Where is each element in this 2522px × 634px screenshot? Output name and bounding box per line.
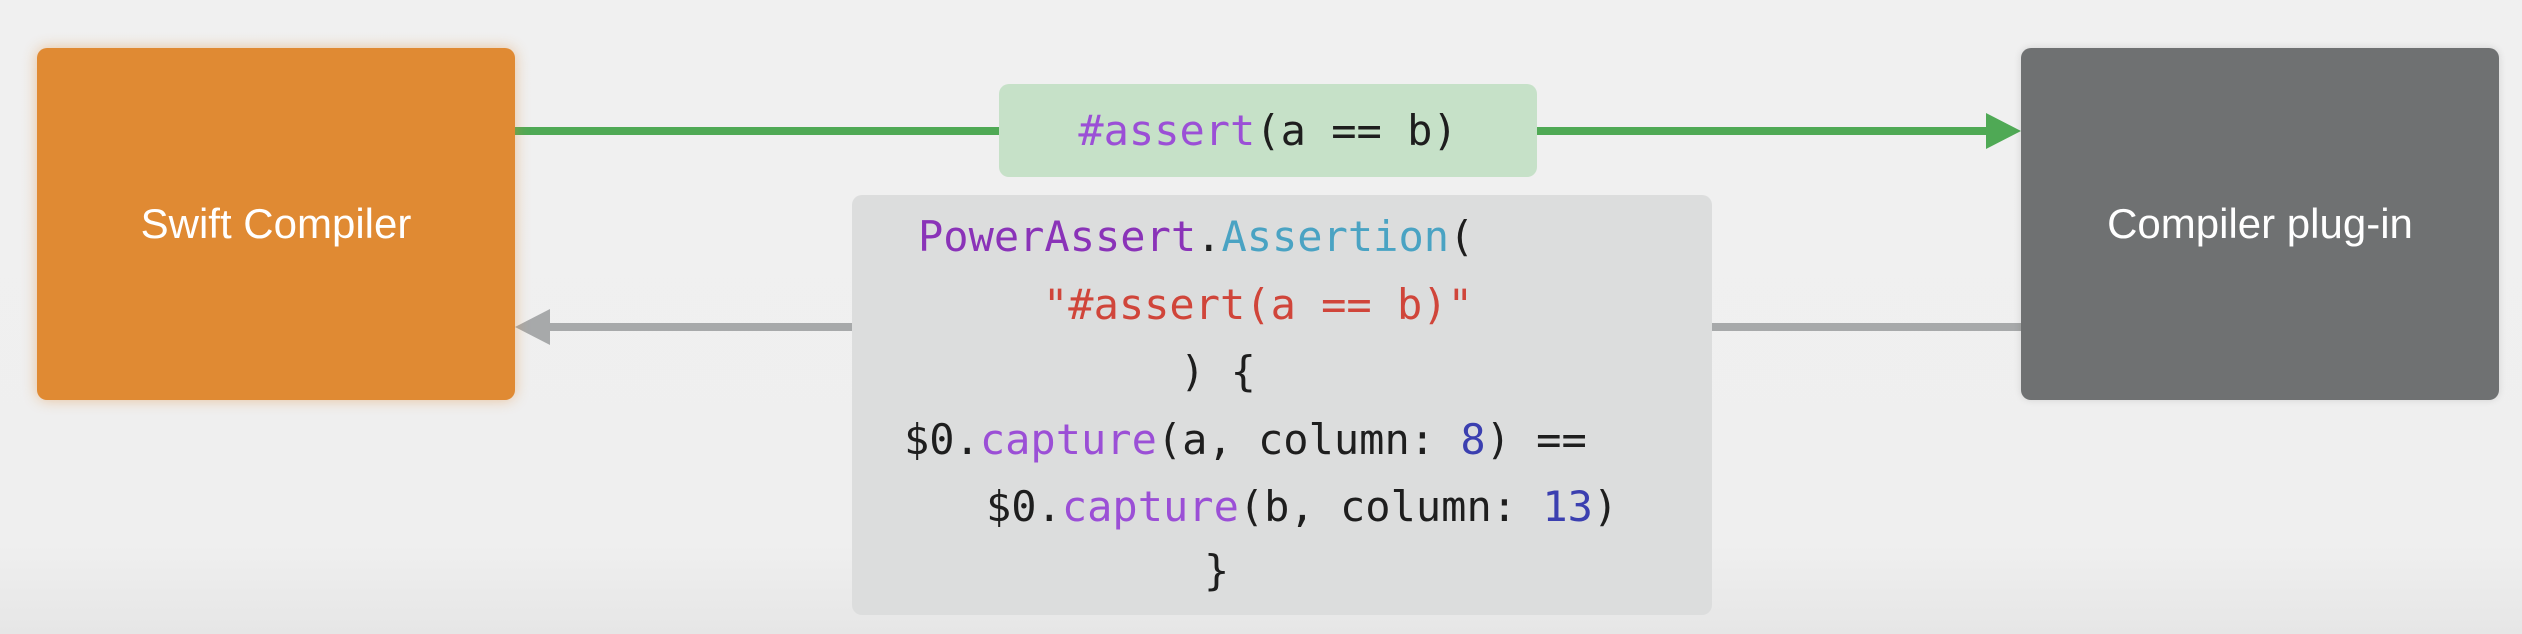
code-method-b: capture	[1061, 482, 1239, 531]
compiler-plugin-box: Compiler plug-in	[2021, 48, 2499, 400]
code-line-4: $0.capture(a, column: 8) ==	[852, 410, 1712, 470]
code-paren: (	[1449, 212, 1475, 261]
code-closure-open: ) {	[1180, 347, 1256, 396]
forward-arrowhead	[1986, 113, 2021, 149]
code-closure-close: }	[1204, 546, 1230, 595]
code-tail-a: ) ==	[1485, 415, 1587, 464]
code-args-b: (b, column:	[1238, 482, 1543, 531]
code-recv-b: $0.	[986, 482, 1062, 531]
code-recv-a: $0.	[904, 415, 980, 464]
code-line-2: "#assert(a == b)"	[852, 275, 1712, 335]
code-module: PowerAssert	[918, 212, 1197, 261]
macro-args: (a == b)	[1255, 106, 1458, 155]
swift-compiler-box: Swift Compiler	[37, 48, 515, 400]
code-line-1: PowerAssert.Assertion(	[852, 207, 1712, 267]
code-tail-b: )	[1592, 482, 1619, 531]
compiler-plugin-label: Compiler plug-in	[2107, 200, 2413, 247]
code-dot: .	[1196, 212, 1222, 261]
code-num-b: 13	[1542, 482, 1593, 531]
macro-invocation-code: #assert(a == b)	[999, 84, 1537, 177]
swift-compiler-label: Swift Compiler	[140, 200, 412, 247]
back-arrowhead	[515, 309, 550, 345]
code-num-a: 8	[1460, 415, 1486, 464]
code-line-3: ) {	[852, 342, 1712, 402]
code-line-5: $0.capture(b, column: 13)	[852, 477, 1712, 537]
code-line-6: }	[852, 541, 1712, 601]
code-args-a: (a, column:	[1156, 415, 1461, 464]
code-method-a: capture	[979, 415, 1157, 464]
code-type: Assertion	[1221, 212, 1450, 261]
expanded-code-block: PowerAssert.Assertion( "#assert(a == b)"…	[852, 195, 1712, 615]
macro-name: #assert	[1078, 106, 1256, 155]
code-string: "#assert(a == b)"	[1043, 280, 1473, 329]
